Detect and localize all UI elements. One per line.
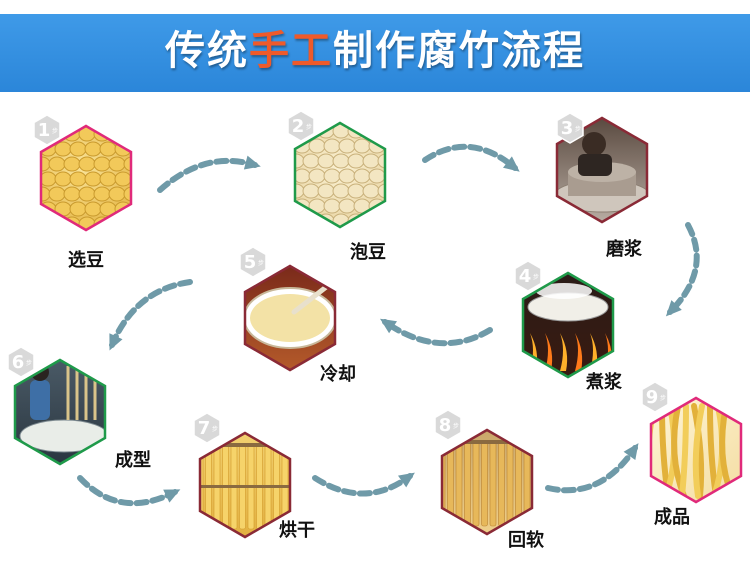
flow-arrow-7	[312, 473, 413, 497]
flow-arrow-2	[422, 143, 518, 171]
step-unit: 步	[575, 125, 581, 133]
page-title: 传统手工制作腐竹流程	[0, 18, 750, 76]
step-number: 3	[561, 118, 574, 139]
arrow-head-icon	[398, 472, 415, 488]
hexagon-frame	[521, 271, 615, 379]
step-unit: 步	[52, 127, 58, 135]
step-unit: 步	[533, 273, 539, 281]
arrow-head-icon	[109, 333, 123, 351]
hexagon-frame	[13, 358, 107, 466]
step-number: 9	[646, 387, 659, 408]
hexagon-frame	[293, 121, 387, 229]
finished-yuba-image	[651, 398, 741, 502]
step-number: 7	[198, 418, 211, 439]
step-label: 泡豆	[350, 241, 386, 263]
hexagon-frame	[440, 428, 534, 536]
step-label: 冷却	[320, 363, 356, 385]
title-banner	[0, 14, 750, 92]
title-part-2: 制作腐竹流程	[333, 28, 585, 74]
step-unit: 步	[660, 394, 666, 402]
drying-rack-image	[200, 433, 290, 537]
arrow-head-icon	[665, 300, 682, 317]
step-label: 磨浆	[606, 238, 643, 260]
step-number: 4	[519, 266, 532, 287]
step-unit: 步	[258, 259, 264, 267]
hexagon-frame	[39, 124, 133, 232]
flow-arrow-6	[77, 475, 178, 507]
step-label: 烘干	[279, 520, 315, 541]
hexagon-frame	[555, 116, 649, 224]
step-unit: 步	[26, 359, 32, 367]
step-label: 选豆	[68, 250, 104, 271]
title-part-1: 传统	[165, 28, 249, 74]
hexagon-frame	[243, 264, 337, 372]
step-label: 成型	[115, 449, 151, 471]
arrow-head-icon	[243, 155, 261, 170]
step-unit: 步	[212, 425, 218, 433]
hexagon-frame	[198, 431, 292, 539]
step-number: 8	[439, 415, 452, 436]
arrow-head-icon	[503, 156, 520, 172]
hexagon-frame	[649, 396, 743, 504]
step-label: 回软	[508, 529, 544, 551]
step-number: 2	[292, 116, 305, 137]
step-unit: 步	[453, 422, 459, 430]
soy-milk-bowl-image	[245, 266, 335, 370]
arrow-head-icon	[380, 318, 397, 334]
step-label: 成品	[654, 506, 690, 528]
flow-arrow-3	[667, 222, 700, 315]
flow-arrow-8	[545, 445, 638, 494]
flow-arrow-5	[109, 279, 193, 348]
arrow-head-icon	[623, 443, 639, 460]
flow-arrow-1	[157, 157, 258, 193]
step-unit: 步	[306, 123, 312, 131]
title-highlight: 手工	[249, 28, 333, 74]
arrow-head-icon	[163, 489, 181, 503]
hanging-sticks-image	[442, 430, 532, 534]
step-label: 煮浆	[585, 371, 623, 393]
flow-arrows	[77, 143, 700, 507]
step-number: 6	[12, 352, 25, 373]
step-number: 5	[244, 252, 257, 273]
step-number: 1	[38, 120, 51, 141]
flow-arrow-4	[382, 319, 493, 347]
